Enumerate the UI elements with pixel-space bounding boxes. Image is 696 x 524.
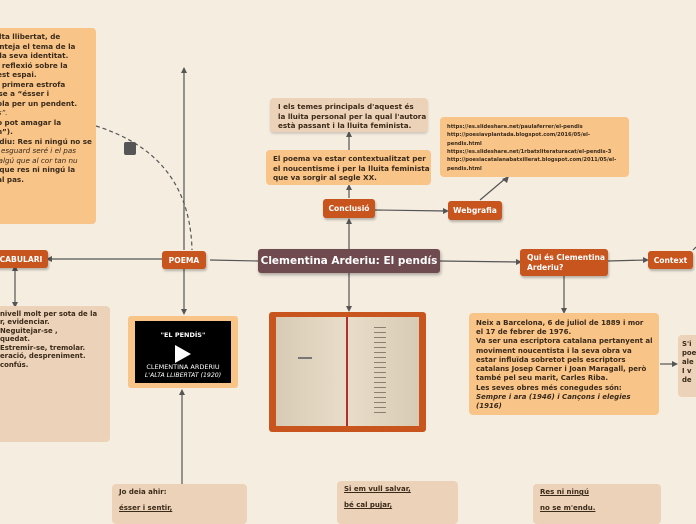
vocab-line: eració, despreniment. (0, 352, 86, 361)
stanza-line: bé cal pujar, (344, 501, 393, 510)
central-topic[interactable]: Clementina Arderiu: El pendís (258, 249, 440, 273)
biography-note: Neix a Barcelona, 6 de juliol de 1889 i … (469, 313, 659, 415)
webgrafia-link[interactable]: http://poesiacatalanabatxillerat.blogspo… (447, 157, 617, 164)
note-line: no pot amagar la (0, 117, 62, 127)
themes-note: I els temes principals d'aquest és la ll… (270, 98, 428, 132)
webgrafia-link[interactable]: pendis.html (447, 140, 482, 147)
vocab-line: nivell molt per sota de la (0, 310, 98, 318)
vocab-line: r, evidenciar. (0, 318, 50, 327)
bio-line: Neix a Barcelona, 6 de juliol de 1889 i … (476, 319, 644, 327)
right-line: S'i (682, 340, 692, 348)
webgrafia-node[interactable]: Webgrafia (448, 201, 502, 220)
video-title: "EL PENDÍS" (160, 331, 206, 339)
note-line: la reflexió sobre la (1, 60, 68, 70)
conclusion-text: El poema va estar contextualitzat per el… (273, 154, 430, 182)
stanza-note-1: Jo deia ahir: ésser i sentir, (112, 484, 247, 524)
video-author: CLEMENTINA ARDERIU (146, 363, 220, 371)
bio-line: moviment noucentista i la seva obra va (476, 346, 632, 355)
webgrafia-link[interactable]: https://es.slideshare.net/1rbatxliteratu… (447, 148, 612, 155)
vocabulari-node[interactable]: CABULARI (0, 250, 48, 268)
play-icon[interactable] (175, 345, 191, 363)
vocabulary-note: nivell molt per sota de la r, evidenciar… (0, 306, 110, 442)
vocab-line: Neguitejar-se , (0, 326, 58, 335)
note-line: sis”. (0, 108, 8, 117)
left-analysis-note: 'alta llibertat, de lanteja el tema de l… (0, 28, 96, 224)
video-thumbnail[interactable]: "EL PENDÍS" CLEMENTINA ARDERIU L'ALTA LL… (135, 321, 231, 383)
right-line: poe (682, 349, 696, 358)
note-line: e, esguard seré i el pas (0, 146, 77, 155)
webgrafia-link[interactable]: pendis.html (447, 165, 482, 172)
vocab-line: Estremir-se, tremolar. (0, 343, 86, 352)
themes-text: I els temes principals d'aquest és la ll… (278, 102, 427, 130)
note-line: on”). (0, 127, 13, 136)
qui-es-node[interactable]: Qui és Clementina Arderiu? (520, 249, 608, 276)
conclusio-node[interactable]: Conclusió (323, 199, 375, 218)
stanza-line: Res ni ningú (540, 488, 589, 496)
note-line: uest espai. (0, 70, 37, 79)
conclusion-note: El poema va estar contextualitzat per el… (266, 150, 431, 185)
bio-line: estar influïda sobretot pels escriptors (476, 355, 626, 364)
vocab-line: confús. (0, 360, 29, 369)
note-line: lanteja el tema de la (0, 41, 76, 51)
stanza-line: Jo deia ahir: (119, 488, 167, 496)
right-edge-note: S'i poe ale I v de (678, 335, 696, 397)
bio-line: Va ser una escriptora catalana pertanyen… (476, 337, 653, 346)
bio-line: catalans Josep Carner i Joan Maragall, p… (476, 365, 647, 374)
note-line: a diu: Res ni ningú no se (0, 136, 92, 146)
right-line: ale (682, 358, 694, 367)
stanza-line: no se m'endu. (540, 504, 596, 513)
note-line: a la seva identitat. (0, 51, 69, 60)
note-line: dola per un pendent. (0, 98, 78, 108)
webgrafia-links-note: https://es.slideshare.net/paulaferrer/el… (440, 117, 629, 177)
right-line: I v (682, 367, 692, 376)
right-line: de (682, 376, 692, 385)
book-page-right (348, 317, 419, 426)
vocab-line: quedat. (0, 335, 31, 344)
bio-line: el 17 de febrer de 1976. (476, 328, 572, 337)
stanza-note-2: Si em vull salvar, bé cal pujar, (337, 481, 458, 524)
note-line: 'alta llibertat, de (0, 32, 61, 41)
stanza-line: ésser i sentir, (119, 504, 173, 513)
stanza-line: Si em vull salvar, (344, 485, 411, 493)
note-line: a que res ni ningú la (0, 165, 76, 174)
note-line: la primera estrofa (1, 79, 66, 89)
poema-node[interactable]: POEMA (162, 251, 206, 269)
context-node[interactable]: Context (648, 251, 693, 269)
book-image-frame (269, 312, 426, 432)
bio-line: també pel seu marit, Carles Riba. (476, 374, 609, 383)
bio-line: Les seves obres més conegudes són: (476, 383, 622, 392)
note-line: r-se a “ésser i (0, 89, 50, 98)
video-frame[interactable]: "EL PENDÍS" CLEMENTINA ARDERIU L'ALTA LL… (128, 316, 238, 388)
video-book: L'ALTA LLIBERTAT (1920) (144, 372, 222, 379)
note-line: nal pas. (0, 174, 24, 184)
book-page-left (276, 317, 346, 426)
stanza-note-3: Res ni ningú no se m'endu. (533, 484, 661, 524)
book-spine (346, 317, 348, 426)
note-line: d'algú que al cor tan nu (0, 155, 78, 165)
webgrafia-link[interactable]: http://poesiavplantada.blogspot.com/2016… (447, 132, 591, 139)
webgrafia-link[interactable]: https://es.slideshare.net/paulaferrer/el… (447, 124, 583, 130)
bio-works: Sempre i ara (1946) i Cançons i elegies … (476, 392, 631, 411)
